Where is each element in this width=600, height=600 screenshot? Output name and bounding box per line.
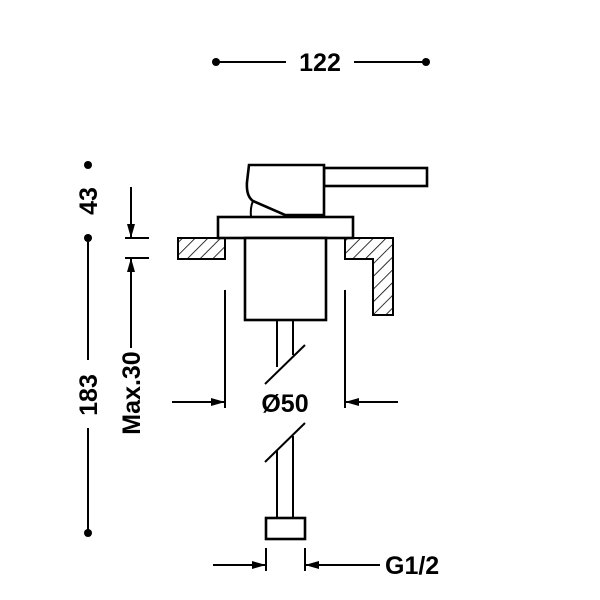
width-dimension: 122 — [212, 49, 430, 77]
height-dimensions: 43 183 — [75, 161, 103, 537]
diameter-label: Ø50 — [261, 390, 308, 418]
max-thickness-dimension: Max.30 — [118, 187, 149, 435]
width-label: 122 — [299, 49, 341, 77]
lever-height-label: 43 — [75, 187, 103, 215]
body — [243, 236, 328, 322]
lever-body — [245, 163, 326, 217]
base-plate — [216, 215, 355, 240]
diameter-dimension: Ø50 — [172, 290, 398, 418]
total-height-label: 183 — [75, 374, 103, 416]
lever-arm — [322, 166, 429, 188]
max-thickness-label: Max.30 — [118, 351, 146, 434]
faucet — [216, 163, 429, 541]
countertop — [177, 237, 394, 316]
connection-label: G1/2 — [385, 552, 439, 580]
connection-dimension: G1/2 — [213, 548, 439, 580]
connector — [264, 516, 307, 541]
